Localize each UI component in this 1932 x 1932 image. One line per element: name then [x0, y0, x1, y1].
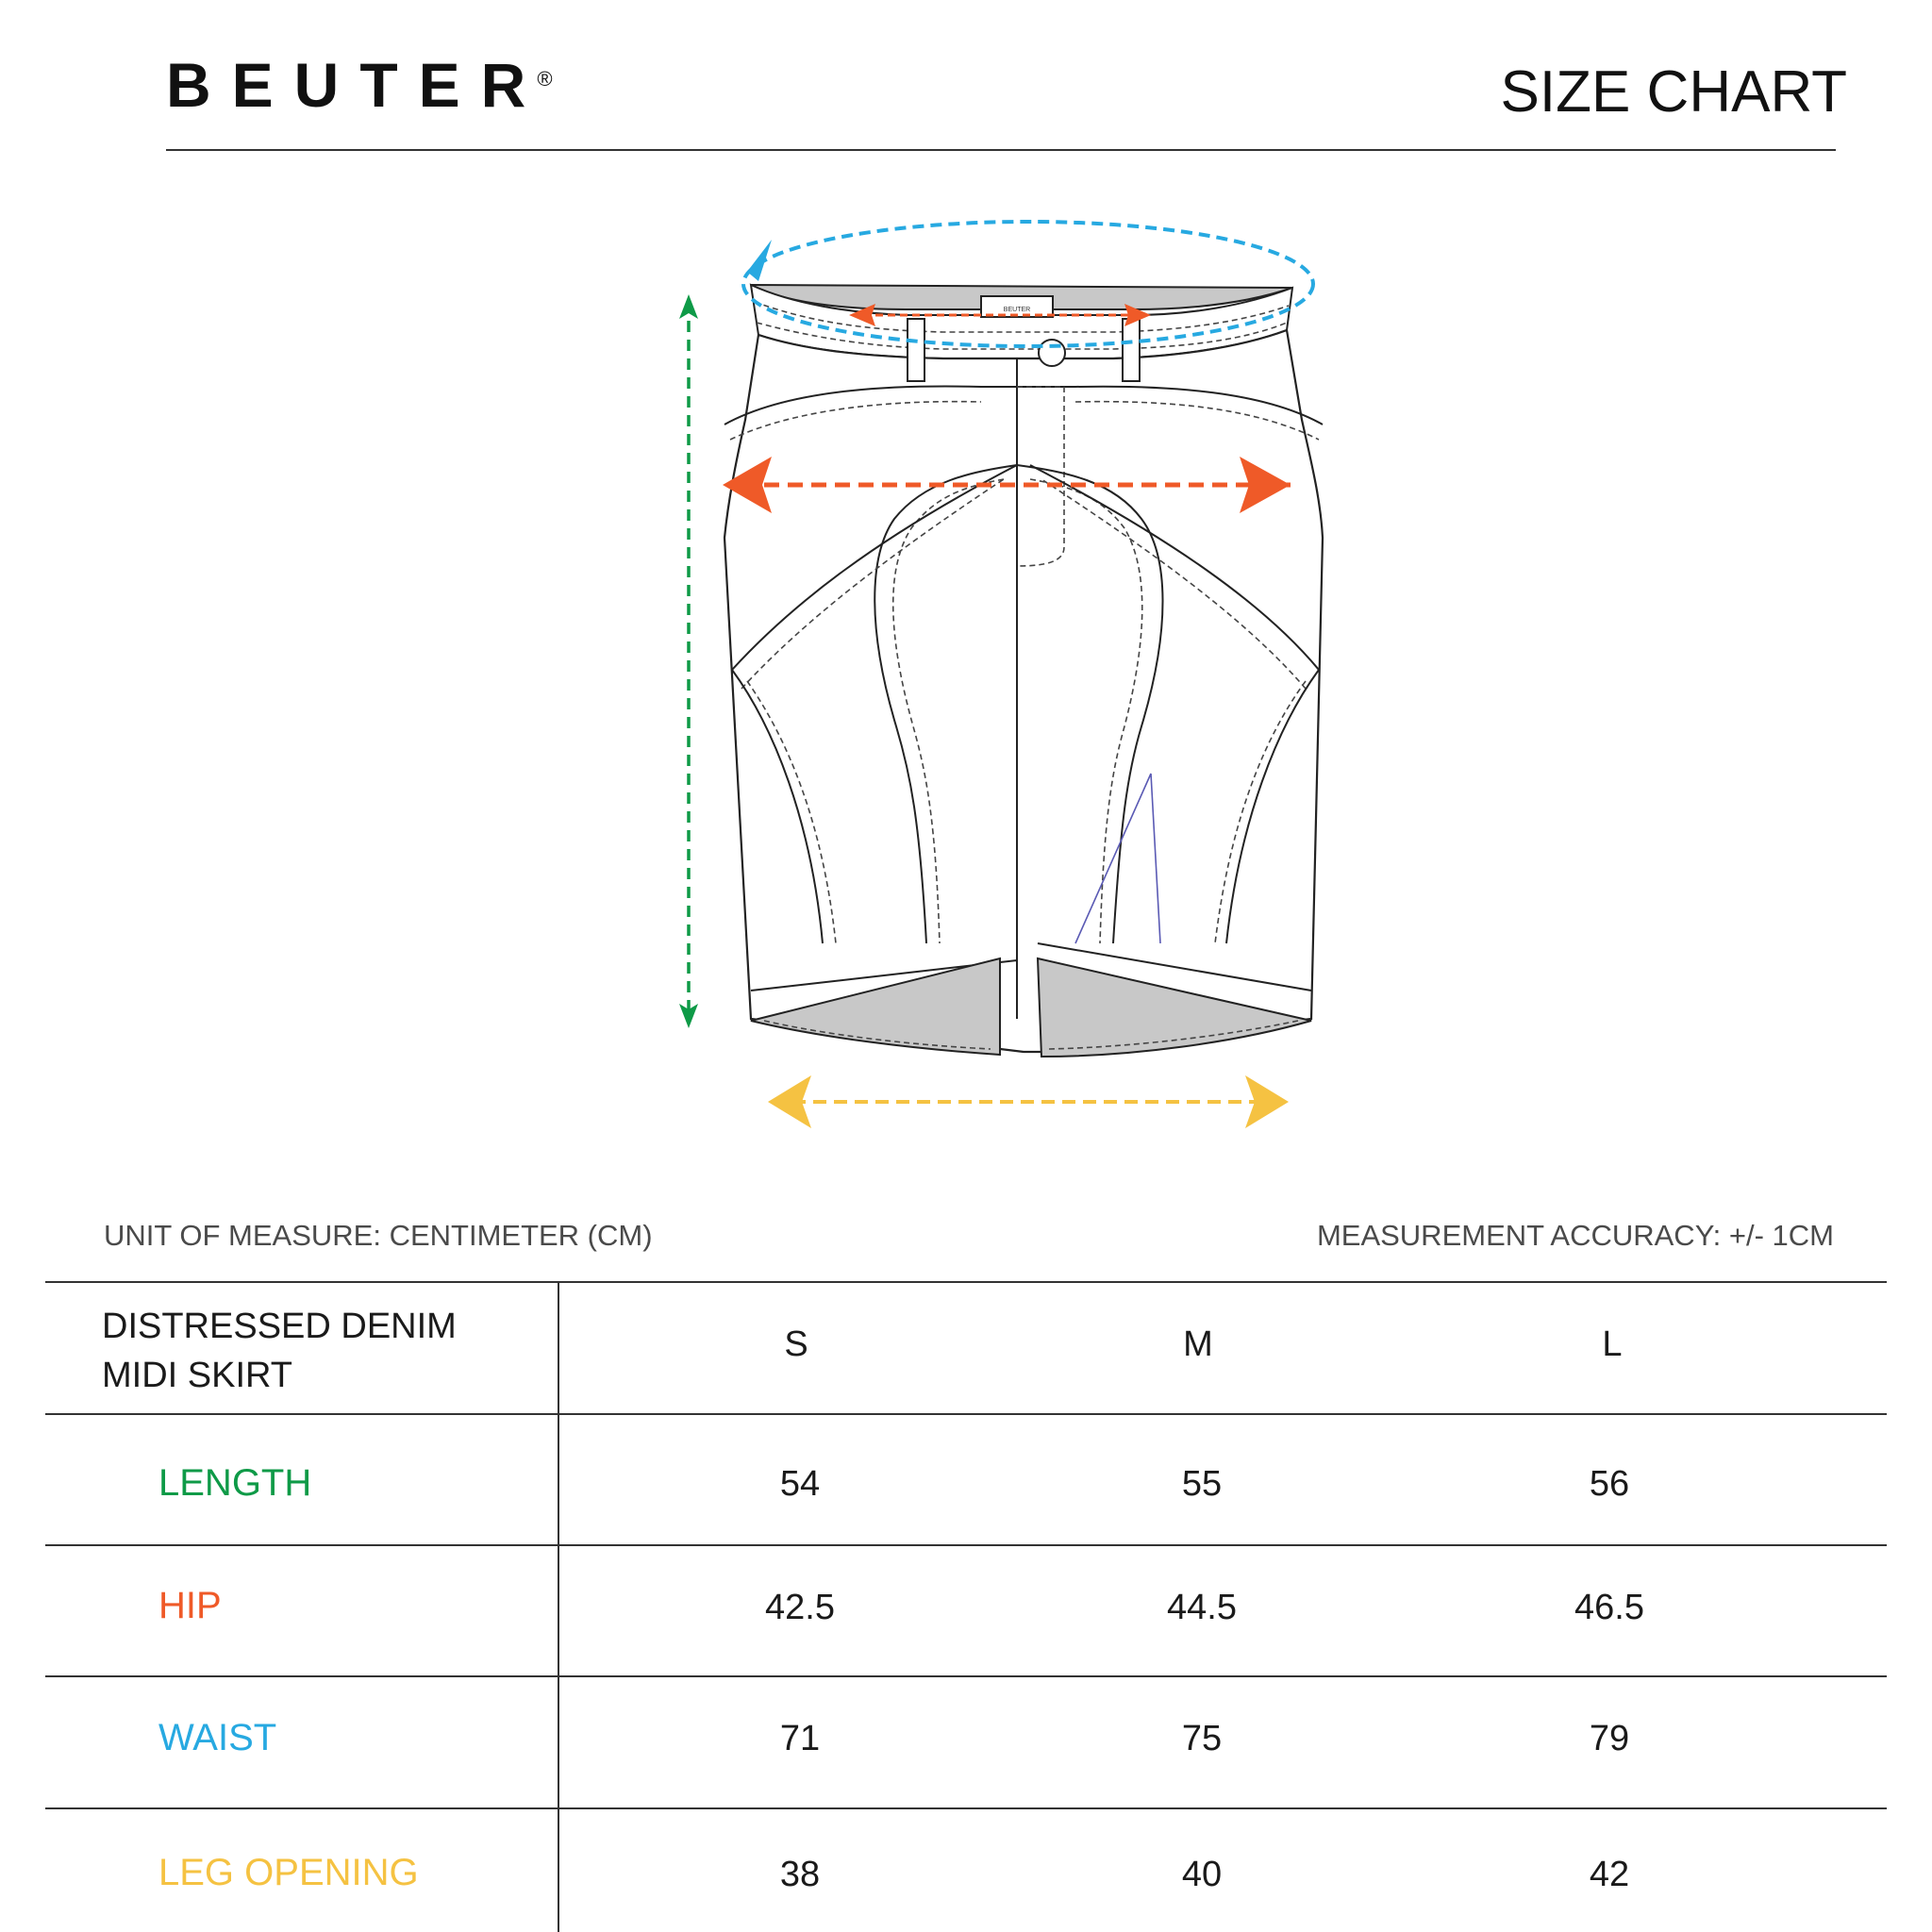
- table-cell: 79: [1589, 1719, 1630, 1758]
- row-label-leg-opening: LEG OPENING: [158, 1852, 419, 1893]
- table-cell: 71: [779, 1719, 821, 1758]
- brand-logo: BEUTER®: [166, 47, 562, 123]
- table-cell: 38: [779, 1855, 821, 1894]
- product-name-line1: DISTRESSED DENIM: [102, 1307, 457, 1346]
- table-cell: 54: [779, 1464, 821, 1504]
- skirt-diagram: BEUTER: [679, 220, 1324, 1128]
- table-cell: 56: [1589, 1464, 1630, 1504]
- length-arrowhead-top: [679, 294, 698, 319]
- length-arrowhead-bottom: [679, 1004, 698, 1028]
- product-name: DISTRESSED DENIM MIDI SKIRT: [102, 1302, 498, 1400]
- row-label-hip: HIP: [158, 1585, 222, 1626]
- table-cell: 42: [1589, 1855, 1630, 1894]
- table-rule-top: [45, 1281, 1887, 1283]
- registered-mark: ®: [537, 67, 553, 91]
- unit-of-measure: UNIT OF MEASURE: CENTIMETER (CM): [104, 1219, 653, 1252]
- table-rule: [45, 1544, 1887, 1546]
- table-rule: [45, 1807, 1887, 1809]
- brand-label-text: BEUTER: [1004, 307, 1030, 313]
- table-cell: 55: [1181, 1464, 1223, 1504]
- hip-arrowhead-left: [723, 457, 772, 513]
- table-cell: 75: [1181, 1719, 1223, 1758]
- row-label-length: LENGTH: [158, 1462, 312, 1504]
- header-divider: [166, 149, 1836, 151]
- hip-arrowhead-right: [1240, 457, 1291, 513]
- size-header-s: S: [784, 1324, 808, 1364]
- table-cell: 44.5: [1167, 1588, 1237, 1627]
- brand-name: BEUTER: [166, 50, 547, 120]
- waist-arrowhead: [747, 240, 772, 281]
- waist-button: [1038, 339, 1066, 367]
- product-name-line2: MIDI SKIRT: [102, 1356, 292, 1395]
- skirt-body: [723, 328, 1324, 1054]
- leg-opening-arrowhead-left: [768, 1075, 811, 1128]
- measurement-accuracy: MEASUREMENT ACCURACY: +/- 1CM: [1316, 1219, 1834, 1252]
- table-rule: [45, 1413, 1887, 1415]
- distress-mark: [1074, 773, 1161, 944]
- belt-loop-left: [907, 318, 925, 382]
- table-cell: 42.5: [765, 1588, 835, 1627]
- hem-inside-right: [1036, 957, 1312, 1058]
- table-cell: 46.5: [1574, 1588, 1644, 1627]
- belt-loop-right: [1122, 318, 1141, 382]
- size-header-l: L: [1602, 1324, 1623, 1364]
- table-column-divider: [558, 1281, 559, 1932]
- page-title: SIZE CHART: [1500, 59, 1847, 125]
- waist-measure-line: [741, 220, 1315, 348]
- table-cell: 40: [1181, 1855, 1223, 1894]
- size-header-m: M: [1183, 1324, 1213, 1364]
- brand-label: [980, 295, 1054, 318]
- table-rule: [45, 1675, 1887, 1677]
- leg-opening-arrowhead-right: [1245, 1075, 1289, 1128]
- row-label-waist: WAIST: [158, 1717, 277, 1758]
